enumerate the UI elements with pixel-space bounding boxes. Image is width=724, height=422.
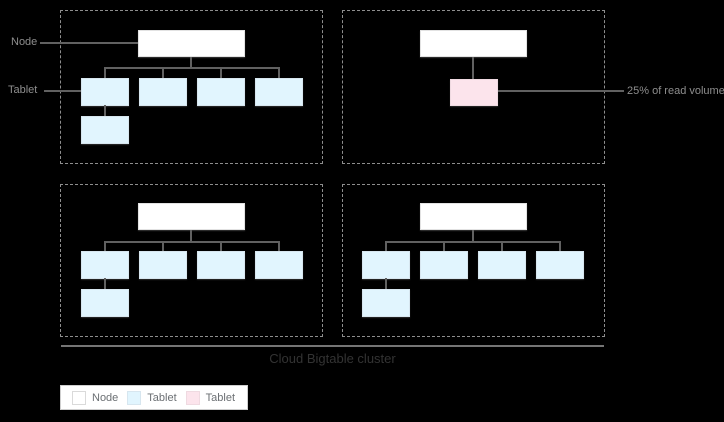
tablet-box — [81, 116, 129, 144]
node-box — [138, 203, 245, 230]
tablet-box — [81, 251, 129, 279]
connector — [190, 57, 192, 68]
connector — [385, 241, 387, 252]
connector — [278, 241, 280, 252]
tablet-box — [197, 78, 245, 106]
tablet-box — [139, 251, 187, 279]
node-pointer-line — [40, 42, 138, 44]
quadrant-bottom-right — [342, 184, 605, 337]
connector — [162, 241, 164, 252]
cluster-title: Cloud Bigtable cluster — [269, 351, 396, 366]
legend-label: Node — [92, 391, 119, 404]
legend-item-tablet: Tablet — [127, 390, 177, 405]
node-box — [420, 203, 527, 230]
legend-label: Tablet — [147, 391, 177, 404]
connector — [472, 57, 474, 79]
connector — [220, 67, 222, 78]
tablet-box — [139, 78, 187, 106]
tablet-box — [362, 251, 410, 279]
quadrant-top-left — [60, 10, 323, 164]
legend: Node Tablet Tablet — [60, 385, 249, 410]
cluster-bracket-line — [61, 345, 604, 347]
connector — [104, 67, 280, 69]
read-volume-pointer-line — [498, 90, 624, 92]
connector — [104, 105, 106, 117]
connector — [501, 241, 503, 252]
legend-item-hot-tablet: Tablet — [185, 390, 236, 405]
node-box — [138, 30, 245, 57]
connector — [162, 67, 164, 78]
tablet-box — [478, 251, 526, 279]
legend-label: Tablet — [205, 391, 236, 404]
connector — [104, 278, 106, 290]
connector — [443, 241, 445, 252]
node-pointer-label: Node — [11, 36, 38, 48]
tablet-box — [255, 251, 303, 279]
connector — [559, 241, 561, 252]
tablet-pointer-line — [44, 90, 81, 92]
tablet-box — [197, 251, 245, 279]
hot-tablet-swatch-icon — [185, 390, 200, 405]
connector — [220, 241, 222, 252]
connector — [385, 241, 561, 243]
tablet-pointer-label: Tablet — [8, 84, 38, 96]
connector — [278, 67, 280, 78]
connector — [472, 230, 474, 242]
connector — [385, 278, 387, 290]
connector — [190, 230, 192, 242]
tablet-box — [362, 289, 410, 317]
quadrant-top-right — [342, 10, 605, 164]
tablet-box — [420, 251, 468, 279]
tablet-box — [81, 78, 129, 106]
node-box — [420, 30, 527, 57]
connector — [104, 241, 280, 243]
read-volume-annotation: 25% of read volume — [627, 85, 724, 97]
node-swatch-icon — [72, 390, 86, 405]
connector — [104, 67, 106, 78]
legend-item-node: Node — [72, 390, 119, 405]
tablet-box — [536, 251, 584, 279]
tablet-box — [81, 289, 129, 317]
tablet-box — [255, 78, 303, 106]
quadrant-bottom-left — [60, 184, 323, 337]
connector — [104, 241, 106, 252]
hot-tablet-box — [450, 79, 498, 106]
tablet-swatch-icon — [127, 390, 142, 405]
